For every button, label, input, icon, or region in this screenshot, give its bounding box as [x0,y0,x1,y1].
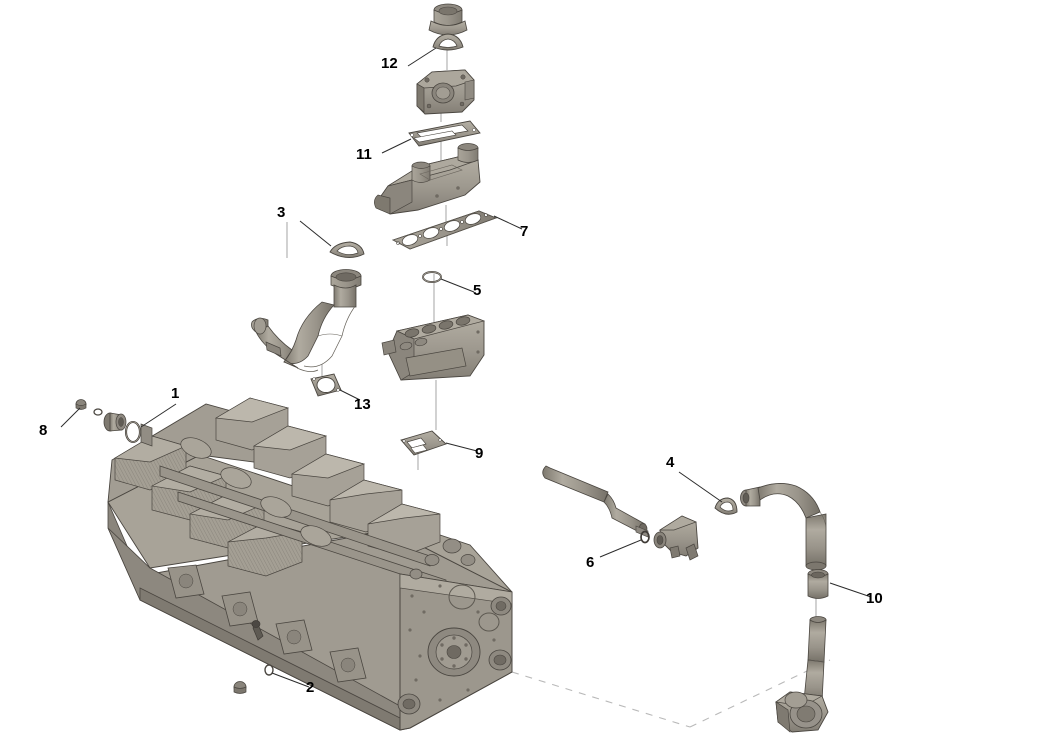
part-elbow-gasket [329,241,365,258]
part-square-gasket [310,373,342,397]
callout-label-10: 10 [866,590,883,607]
part-frame-gasket [408,120,481,147]
part-engine-block [107,397,513,731]
callout-label-12: 12 [381,55,398,72]
callout-label-3: 3 [277,204,286,221]
leader-lines [60,47,872,688]
part-intake-manifold [381,314,486,381]
part-oring-1 [124,420,142,444]
part-crossover-tube [251,269,362,372]
part-thermostat-cap [428,3,468,36]
part-sleeve-10 [807,569,829,599]
part-straight-tube [542,465,649,538]
part-water-manifold [374,143,481,215]
callout-label-6: 6 [586,554,595,571]
callout-label-1: 1 [171,385,180,402]
callout-label-13: 13 [354,396,371,413]
callout-label-7: 7 [520,223,529,240]
part-standpipe [775,616,829,733]
callout-label-2: 2 [306,679,315,696]
part-oval-gasket-4 [714,497,738,515]
callout-label-9: 9 [475,445,484,462]
callout-label-8: 8 [39,422,48,439]
part-bracket [653,515,699,561]
callout-label-5: 5 [473,282,482,299]
part-oring-5 [422,271,442,283]
callout-label-4: 4 [666,454,675,471]
part-plate-gasket [400,430,447,456]
part-plug-8 [75,399,127,432]
part-thermostat-gasket [432,33,464,51]
part-plug-2 [233,620,274,694]
part-oring-6 [640,530,650,544]
callout-label-11: 11 [356,146,372,163]
part-head-gasket [391,210,498,250]
part-thermostat-housing [416,69,475,115]
part-right-bend-tube [740,483,827,571]
